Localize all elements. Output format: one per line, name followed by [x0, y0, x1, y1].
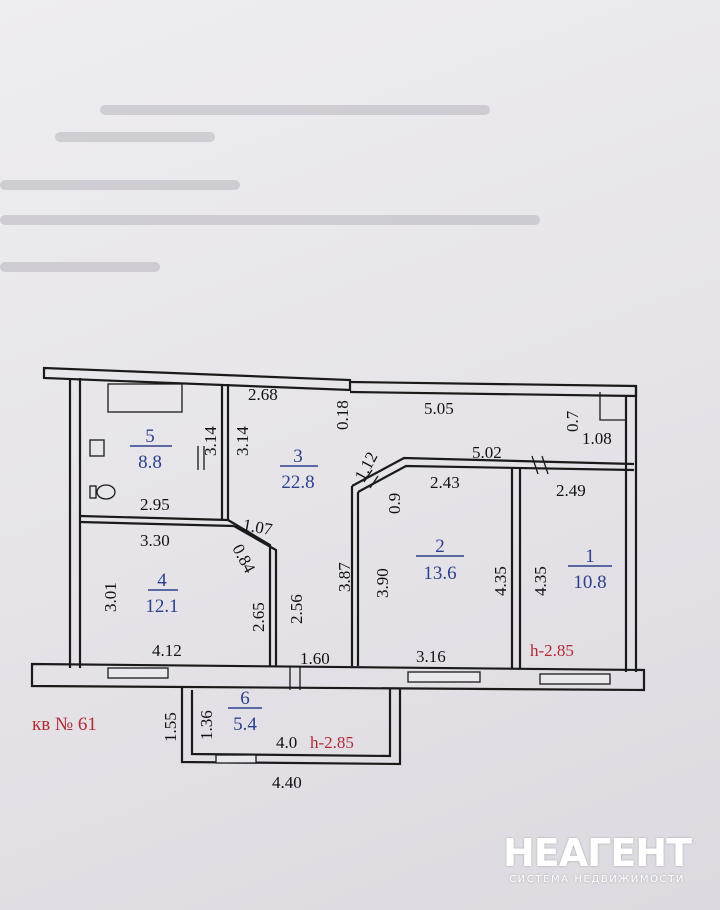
wall-room2-left — [350, 486, 360, 666]
wall-room5-bottom — [79, 514, 235, 528]
dim-0-84: 0.84 — [228, 541, 259, 577]
toilet-icon — [96, 484, 116, 500]
apartment-label: кв № 61 — [32, 714, 97, 735]
dim-3-87: 3.87 — [335, 562, 354, 592]
dim-2-68: 2.68 — [248, 385, 278, 404]
door-room1 — [531, 455, 549, 475]
windows — [107, 666, 611, 764]
dim-5-02: 5.02 — [472, 443, 502, 462]
dim-4-12: 4.12 — [152, 641, 182, 660]
dim-3-90: 3.90 — [373, 568, 392, 598]
dimension-labels: 2.68 0.18 5.05 0.7 1.08 3.14 3.14 1.12 5… — [101, 385, 612, 792]
dim-1-55: 1.55 — [161, 712, 180, 742]
dim-1-60: 1.60 — [300, 649, 330, 668]
balcony-walls — [180, 686, 402, 766]
window-balcony — [215, 754, 257, 764]
red-annotations: h-2.85 h-2.85 кв № 61 — [32, 641, 574, 752]
bathroom-fixtures — [89, 383, 183, 500]
ceiling-height-main: h-2.85 — [530, 641, 574, 660]
balcony-door-marks — [289, 666, 301, 690]
room-2-number: 2 — [435, 536, 445, 557]
dim-1-07: 1.07 — [241, 515, 274, 539]
dim-4-35-right: 4.35 — [531, 566, 550, 596]
dim-3-30: 3.30 — [140, 531, 170, 550]
room-3-area: 22.8 — [281, 472, 314, 493]
top-wall-left — [42, 366, 352, 392]
watermark-logo: НЕАГЕНТ СИСТЕМА НЕДВИЖИМОСТИ — [487, 832, 707, 885]
dim-3-14-inner: 3.14 — [201, 426, 220, 456]
ceiling-height-balcony: h-2.85 — [310, 733, 354, 752]
room-6-number: 6 — [240, 688, 250, 709]
dim-4-0: 4.0 — [276, 733, 297, 752]
walls — [30, 366, 646, 766]
bleed-through-marks — [0, 105, 540, 272]
dim-2-95: 2.95 — [140, 495, 170, 514]
right-wall — [624, 386, 638, 672]
left-wall — [68, 378, 82, 668]
room-5-area: 8.8 — [138, 452, 162, 473]
dim-3-14-outer: 3.14 — [233, 426, 252, 456]
bathtub-icon — [107, 383, 183, 413]
room-3-number: 3 — [293, 446, 303, 467]
sink-icon — [89, 439, 105, 457]
dim-0-7: 0.7 — [563, 410, 582, 432]
room-4-area: 12.1 — [145, 596, 178, 617]
dim-4-40: 4.40 — [272, 773, 302, 792]
dim-0-9: 0.9 — [385, 493, 404, 514]
window-room2 — [407, 671, 481, 683]
room-labels: 5 8.8 3 22.8 2 13.6 1 10.8 4 12.1 6 5.4 — [138, 426, 607, 735]
door-marks — [197, 446, 549, 489]
room-4-number: 4 — [157, 570, 167, 591]
dim-1-08: 1.08 — [582, 429, 612, 448]
niche-top-right — [599, 392, 626, 421]
dim-2-43: 2.43 — [430, 473, 460, 492]
door-room5 — [197, 446, 205, 470]
room-1-area: 10.8 — [573, 572, 606, 593]
dim-2-49: 2.49 — [556, 481, 586, 500]
dim-3-01: 3.01 — [101, 582, 120, 612]
wall-room1-left — [510, 468, 522, 668]
dim-1-36: 1.36 — [197, 710, 216, 740]
window-room4 — [107, 667, 169, 679]
wall-room5-right — [220, 384, 230, 520]
watermark-brand: НЕАГЕНТ — [502, 831, 692, 875]
dim-5-05: 5.05 — [424, 399, 454, 418]
dim-0-18: 0.18 — [333, 400, 352, 430]
dim-2-56: 2.56 — [287, 594, 306, 624]
door-room2 — [363, 469, 379, 489]
room-fraction-lines — [130, 445, 612, 709]
toilet-tank-icon — [89, 485, 97, 499]
wall-corridor-bottom — [351, 456, 635, 493]
room-2-area: 13.6 — [423, 563, 456, 584]
dim-2-65: 2.65 — [249, 602, 268, 632]
room-6-area: 5.4 — [233, 714, 257, 735]
watermark-tagline: СИСТЕМА НЕДВИЖИМОСТИ — [509, 874, 685, 885]
dim-3-16: 3.16 — [416, 647, 446, 666]
room-5-number: 5 — [145, 426, 155, 447]
top-wall-right — [349, 380, 638, 398]
wall-room4-right — [227, 519, 278, 666]
bottom-wall — [30, 662, 646, 692]
window-room1 — [539, 673, 611, 685]
dim-4-35-left: 4.35 — [491, 566, 510, 596]
room-1-number: 1 — [585, 546, 595, 567]
